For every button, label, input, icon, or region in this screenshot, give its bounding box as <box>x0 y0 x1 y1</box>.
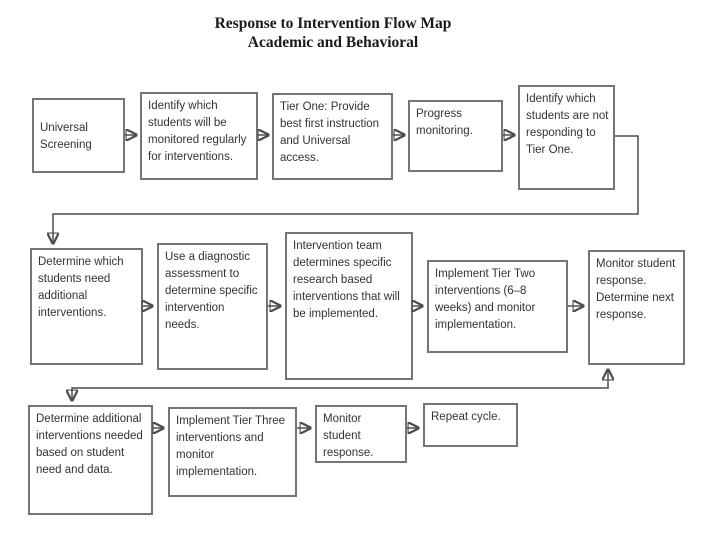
flow-box-monitor-determine-next: Monitor student response. Determine next… <box>588 250 685 365</box>
flow-box-diagnostic-assessment: Use a diagnostic assessment to determine… <box>157 243 268 370</box>
flow-box-implement-tier-three: Implement Tier Three interventions and m… <box>168 407 297 497</box>
flow-box-identify-monitored: Identify which students will be monitore… <box>140 92 258 180</box>
flow-box-identify-not-responding: Identify which students are not respondi… <box>518 85 615 190</box>
flow-box-progress-monitoring: Progress monitoring. <box>408 100 503 172</box>
flow-box-monitor-student-response: Monitor student response. <box>315 405 407 463</box>
title-line-2: Academic and Behavioral <box>247 34 419 51</box>
flow-box-repeat-cycle: Repeat cycle. <box>423 403 518 447</box>
flow-box-implement-tier-two: Implement Tier Two interventions (6–8 we… <box>427 260 568 353</box>
title-line-1: Response to Intervention Flow Map <box>214 15 452 32</box>
flow-box-determine-additional: Determine additional interventions neede… <box>28 405 153 515</box>
page-title: Response to Intervention Flow Map Academ… <box>0 14 666 52</box>
flow-box-determine-which-students: Determine which students need additional… <box>30 248 143 365</box>
flow-box-tier-one: Tier One: Provide best first instruction… <box>272 93 393 180</box>
flow-box-intervention-team: Intervention team determines specific re… <box>285 232 413 380</box>
flow-box-universal-screening: Universal Screening <box>32 98 125 173</box>
